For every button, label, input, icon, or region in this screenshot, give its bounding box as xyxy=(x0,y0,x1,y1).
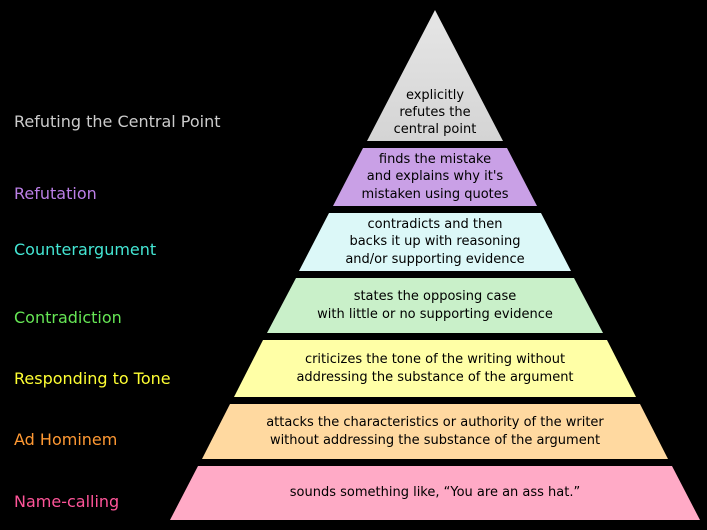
label-ad-hominem: Ad Hominem xyxy=(14,430,118,449)
pyramid: explicitly refutes the central point fin… xyxy=(170,10,700,520)
pyramid-layer-contradiction: states the opposing case with little or … xyxy=(170,278,700,333)
label-refuting-the-central-point: Refuting the Central Point xyxy=(14,112,221,131)
layer-description: criticizes the tone of the writing witho… xyxy=(296,352,574,385)
pyramid-layer-refuting-the-central-point: explicitly refutes the central point xyxy=(170,10,700,141)
layer-description: explicitly refutes the central point xyxy=(393,87,477,137)
pyramid-layer-counterargument: contradicts and then backs it up with re… xyxy=(170,213,700,271)
label-contradiction: Contradiction xyxy=(14,308,122,327)
label-refutation: Refutation xyxy=(14,184,97,203)
pyramid-layer-refutation: finds the mistake and explains why it's … xyxy=(170,148,700,206)
layer-description: contradicts and then backs it up with re… xyxy=(345,217,525,267)
pyramid-layer-name-calling: sounds something like, “You are an ass h… xyxy=(170,466,700,520)
label-responding-to-tone: Responding to Tone xyxy=(14,369,171,388)
pyramid-layer-ad-hominem: attacks the characteristics or authority… xyxy=(170,404,700,459)
layer-description: attacks the characteristics or authority… xyxy=(266,415,604,448)
pyramid-layer-responding-to-tone: criticizes the tone of the writing witho… xyxy=(170,340,700,397)
label-counterargument: Counterargument xyxy=(14,240,157,259)
layer-description: finds the mistake and explains why it's … xyxy=(361,152,509,202)
layer-description: states the opposing case with little or … xyxy=(317,289,553,322)
layer-description: sounds something like, “You are an ass h… xyxy=(289,485,581,501)
label-name-calling: Name-calling xyxy=(14,492,120,511)
